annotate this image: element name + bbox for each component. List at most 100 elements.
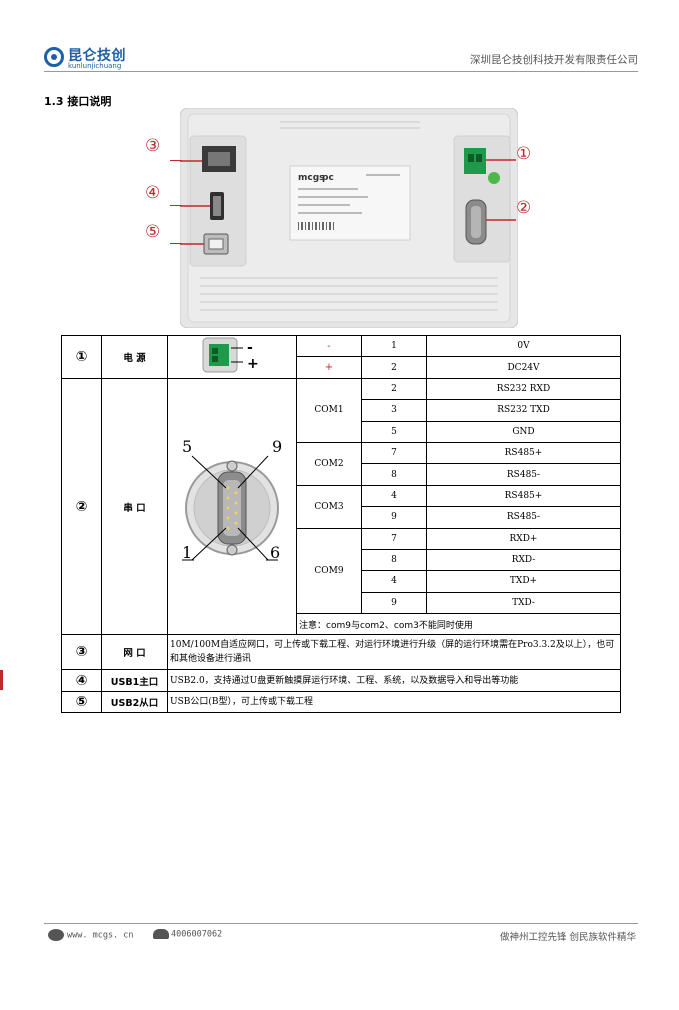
header-divider xyxy=(44,71,638,72)
leader-line xyxy=(170,243,182,245)
com-cell: COM2 xyxy=(296,441,362,486)
power-plus-label: + xyxy=(247,356,259,372)
power-terminal-icon xyxy=(464,148,486,174)
serial-num: ② xyxy=(61,377,102,636)
func-cell: RS485+ xyxy=(426,484,621,508)
db9-diagram-cell: 5 9 1 6 xyxy=(167,377,297,636)
network-num: ③ xyxy=(61,634,102,671)
usb1-name: USB1主口 xyxy=(101,669,168,692)
phone-icon xyxy=(153,929,169,939)
leader-line xyxy=(170,205,182,207)
func-cell: RXD+ xyxy=(426,527,621,550)
callout-serial: ② xyxy=(516,198,532,218)
power-name: 电 源 xyxy=(101,335,168,379)
func-cell: 0V xyxy=(426,334,621,358)
company-name: 深圳昆仑技创科技开发有限责任公司 xyxy=(470,54,638,66)
table-row: 3 RS232 TXD xyxy=(62,399,621,422)
pin-cell: 7 xyxy=(361,527,427,550)
func-cell: RS485+ xyxy=(426,441,621,465)
footer-slogan: 做神州工控先锋 创民族软件精华 xyxy=(499,932,636,943)
network-desc: 10M/100M自适应网口，可上传或下载工程、对运行环境进行升级（屏的运行环境需… xyxy=(167,634,621,671)
func-cell: RS485- xyxy=(426,463,621,486)
pin-cell: 9 xyxy=(361,506,427,529)
usb2-desc: USB公口(B型），可上传或下载工程 xyxy=(167,690,621,714)
power-sign: + xyxy=(296,356,362,379)
margin-mark xyxy=(0,670,3,690)
callout-usb1: ④ xyxy=(145,183,161,203)
logo-icon xyxy=(44,47,64,67)
pin-label-5: 5 xyxy=(182,437,192,456)
pin-cell: 3 xyxy=(361,399,427,422)
pin-cell: 4 xyxy=(361,484,427,508)
func-cell: TXD+ xyxy=(426,570,621,593)
pin-cell: 9 xyxy=(361,591,427,615)
usb1-num: ④ xyxy=(61,669,102,692)
table-row: ③ 网 口 10M/100M自适应网口，可上传或下载工程、对运行环境进行升级（屏… xyxy=(61,634,621,671)
table-row: ② 串 口 5 9 1 xyxy=(61,377,621,636)
pin-label-9: 9 xyxy=(272,437,282,456)
func-cell: TXD- xyxy=(426,591,621,615)
label-brand-suffix: pc xyxy=(322,173,334,183)
logo-text-en: kunlunjichuang xyxy=(68,62,122,70)
pin-cell: 7 xyxy=(361,441,427,465)
power-num: ① xyxy=(61,335,102,379)
pin-cell: 1 xyxy=(361,334,427,358)
power-connector-cell: - + xyxy=(167,335,297,379)
barcode-icon xyxy=(298,222,334,230)
callout-usb2: ⑤ xyxy=(145,222,161,242)
table-row: + 2 DC24V xyxy=(62,356,621,379)
pin-cell: 4 xyxy=(361,570,427,593)
table-row: 9 RS485- xyxy=(62,506,621,529)
power-connector-icon: - + xyxy=(202,337,259,373)
page-header: 昆仑技创 kunlunjichuang 深圳昆仑技创科技开发有限责任公司 xyxy=(44,44,638,74)
db9-pinout-diagram: 5 9 1 6 xyxy=(182,437,282,562)
table-row: ④ USB1主口 USB2.0，支持通过U盘更新触摸屏运行环境、工程、系统，以及… xyxy=(61,669,621,692)
device-rear-figure: mcgs pc xyxy=(180,108,518,328)
pin-cell: 2 xyxy=(361,356,427,379)
power-minus-label: - xyxy=(247,340,253,356)
leader-line xyxy=(170,160,182,162)
pin-cell: 8 xyxy=(361,548,427,572)
func-cell: RS232 RXD xyxy=(426,377,621,401)
serial-name: 串 口 xyxy=(101,377,168,636)
pin-cell: 5 xyxy=(361,420,427,443)
interface-table: ① 电 源 - + - 1 0V + 2 DC24V ② 串 口 xyxy=(61,334,621,714)
table-row: 8 RS485- xyxy=(62,463,621,486)
func-cell: RS232 TXD xyxy=(426,399,621,422)
pin-cell: 8 xyxy=(361,463,427,486)
table-row: COM9 7 RXD+ xyxy=(62,527,621,615)
website-text: www. mcgs. cn xyxy=(67,930,134,941)
table-row: 注意：com9与com2、com3不能同时使用 xyxy=(62,613,621,636)
label-brand: mcgs xyxy=(298,173,325,183)
phone-text: 4006007062 xyxy=(171,929,223,940)
com-cell: COM3 xyxy=(296,484,362,529)
func-cell: DC24V xyxy=(426,356,621,379)
pin-label-6: 6 xyxy=(270,543,280,562)
usb1-desc: USB2.0，支持通过U盘更新触摸屏运行环境、工程、系统，以及数据导入和导出等功… xyxy=(167,669,621,692)
serial-note: 注意：com9与com2、com3不能同时使用 xyxy=(296,613,621,636)
pin-label-1: 1 xyxy=(182,543,192,562)
company-logo: 昆仑技创 kunlunjichuang xyxy=(44,44,126,72)
com-cell: COM1 xyxy=(296,377,362,443)
table-row: 9 TXD- xyxy=(62,591,621,615)
usb2-name: USB2从口 xyxy=(101,690,168,714)
power-sign: - xyxy=(296,334,362,358)
network-name: 网 口 xyxy=(101,634,168,671)
pin-cell: 2 xyxy=(361,377,427,401)
footer-divider xyxy=(44,923,638,924)
table-row: 8 RXD- xyxy=(62,548,621,572)
logo-text-cn: 昆仑技创 xyxy=(68,48,126,64)
usb2-num: ⑤ xyxy=(61,690,102,714)
footer-phone: 4006007062 xyxy=(153,929,222,940)
globe-icon xyxy=(48,929,64,941)
func-cell: RS485- xyxy=(426,506,621,529)
func-cell: RXD- xyxy=(426,548,621,572)
table-row: COM2 7 RS485+ xyxy=(62,441,621,486)
func-cell: GND xyxy=(426,420,621,443)
section-title: 1.3 接口说明 xyxy=(44,95,112,108)
callout-power: ① xyxy=(516,144,532,164)
callout-network: ③ xyxy=(145,136,161,156)
footer-website: www. mcgs. cn xyxy=(48,929,134,941)
table-row: ① 电 源 - + - 1 0V xyxy=(61,334,621,379)
com-cell: COM9 xyxy=(296,527,362,615)
